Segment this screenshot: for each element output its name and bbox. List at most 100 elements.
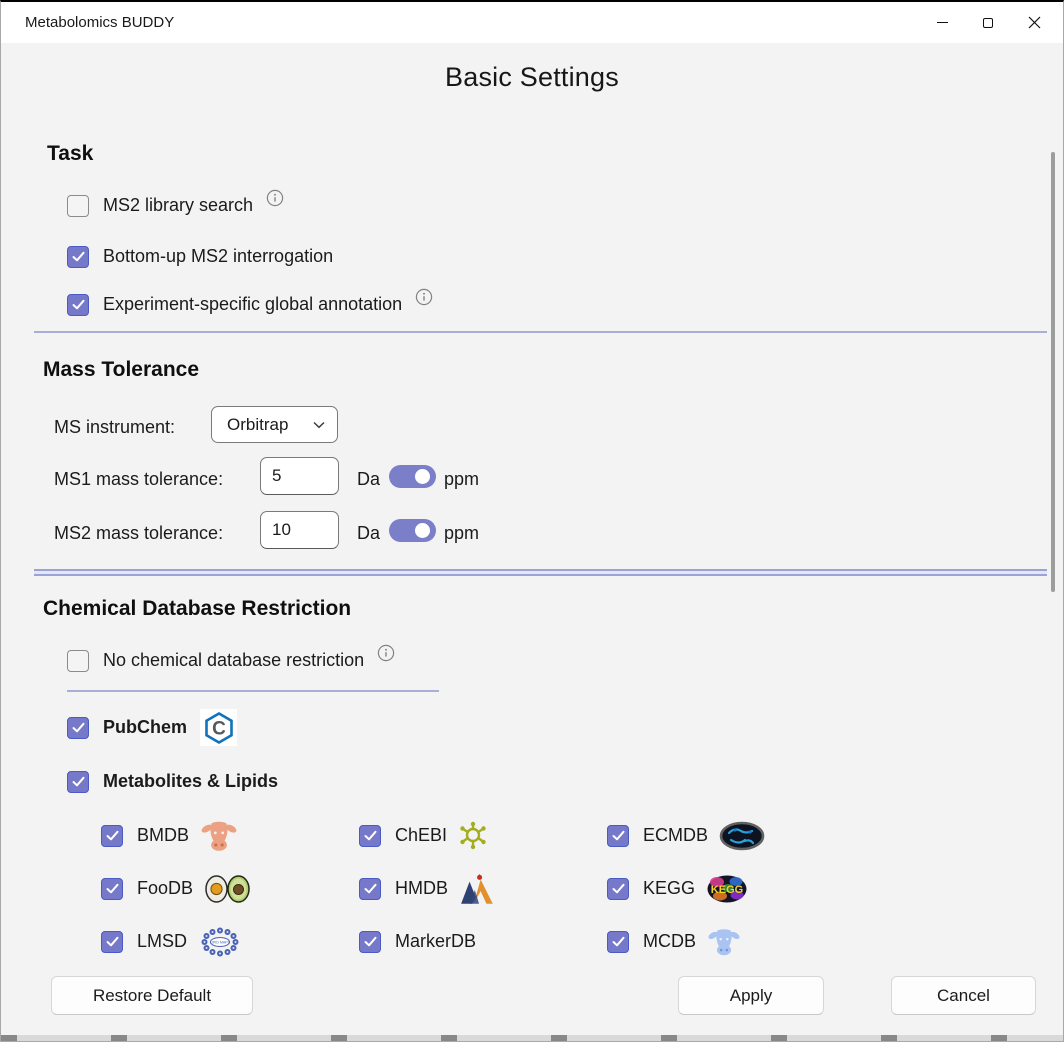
ecmdb-icon	[719, 821, 765, 851]
section-divider-double	[34, 569, 1047, 576]
info-icon[interactable]	[415, 288, 433, 306]
chebi-checkbox[interactable]	[359, 824, 381, 847]
check-icon	[72, 776, 84, 787]
check-icon	[106, 936, 118, 947]
check-icon	[612, 830, 624, 841]
checkbox-label: Experiment-specific global annotation	[103, 294, 403, 314]
pubchem-icon: C	[200, 709, 238, 746]
db-label: MCDB	[643, 931, 696, 951]
no-restriction-row: No chemical database restriction	[67, 644, 395, 672]
checkbox-label: No chemical database restriction	[103, 650, 365, 670]
section-divider	[34, 331, 1047, 333]
db-label: FooDB	[137, 878, 194, 898]
task-row-experiment-specific: Experiment-specific global annotation	[67, 288, 433, 316]
db-row-chebi: ChEBI	[359, 821, 488, 849]
check-icon	[106, 830, 118, 841]
bmdb-checkbox[interactable]	[101, 824, 123, 847]
db-label: KEGG	[643, 878, 696, 898]
check-icon	[72, 251, 84, 262]
db-label: MarkerDB	[395, 931, 477, 951]
maximize-button[interactable]	[965, 2, 1011, 43]
ms1-unit-toggle[interactable]	[389, 465, 436, 488]
checkbox-label: MS2 library search	[103, 195, 254, 215]
db-row-foodb: FooDB	[101, 874, 252, 903]
title-bar: Metabolomics BUDDY	[1, 2, 1063, 43]
window-title: Metabolomics BUDDY	[25, 14, 175, 31]
ms2-library-search-checkbox[interactable]	[67, 194, 89, 217]
maximize-icon	[983, 17, 993, 28]
task-heading: Task	[47, 142, 94, 165]
db-label: LMSD	[137, 931, 188, 951]
task-row-ms2-library: MS2 library search	[67, 189, 284, 217]
check-icon	[72, 299, 84, 310]
ms-instrument-dropdown[interactable]: Orbitrap	[211, 406, 338, 443]
db-row-ecmdb: ECMDB	[607, 821, 765, 850]
svg-text:LIPID MAPS: LIPID MAPS	[210, 940, 231, 944]
mcdb-checkbox[interactable]	[607, 930, 629, 953]
restore-default-button[interactable]: Restore Default	[51, 976, 253, 1015]
minimize-button[interactable]	[919, 2, 965, 43]
metabolites-lipids-checkbox[interactable]	[67, 770, 89, 793]
svg-text:KEGG: KEGG	[711, 884, 743, 896]
foodb-icon	[204, 874, 252, 904]
bottom-up-ms2-checkbox[interactable]	[67, 245, 89, 268]
mcdb-cow-icon	[707, 927, 741, 957]
checkbox-label: Bottom-up MS2 interrogation	[103, 246, 334, 266]
cancel-button[interactable]: Cancel	[891, 976, 1036, 1015]
no-db-restriction-checkbox[interactable]	[67, 649, 89, 672]
pubchem-row: PubChem C	[67, 709, 238, 746]
hmdb-checkbox[interactable]	[359, 877, 381, 900]
db-row-kegg: KEGG KEGG	[607, 875, 748, 902]
lmsd-lipidmaps-icon: LIPID MAPS	[198, 926, 242, 958]
metabolites-lipids-row: Metabolites & Lipids	[67, 770, 278, 793]
check-icon	[364, 936, 376, 947]
minimize-icon	[936, 21, 948, 24]
check-icon	[364, 883, 376, 894]
foodb-checkbox[interactable]	[101, 877, 123, 900]
toggle-knob	[415, 469, 430, 484]
check-icon	[106, 883, 118, 894]
lmsd-checkbox[interactable]	[101, 930, 123, 953]
hmdb-icon	[459, 873, 497, 905]
task-row-bottom-up: Bottom-up MS2 interrogation	[67, 245, 333, 268]
ms2-tolerance-input[interactable]	[260, 511, 339, 549]
db-row-bmdb: BMDB	[101, 821, 238, 851]
chem-db-heading: Chemical Database Restriction	[43, 597, 352, 620]
ms1-unit-ppm-label: ppm	[444, 469, 480, 489]
ms-instrument-label: MS instrument:	[54, 417, 176, 437]
toggle-knob	[415, 523, 430, 538]
info-icon[interactable]	[377, 644, 395, 662]
close-icon	[1028, 16, 1040, 29]
chevron-down-icon	[313, 421, 325, 428]
experiment-global-annotation-checkbox[interactable]	[67, 293, 89, 316]
check-icon	[612, 936, 624, 947]
ecmdb-checkbox[interactable]	[607, 824, 629, 847]
vertical-scrollbar-thumb[interactable]	[1051, 152, 1055, 592]
svg-text:C: C	[212, 718, 226, 739]
check-icon	[612, 883, 624, 894]
clipped-content-strip	[1, 1035, 1063, 1041]
info-icon[interactable]	[266, 189, 284, 207]
page-title: Basic Settings	[445, 62, 619, 92]
db-label: ECMDB	[643, 825, 709, 845]
kegg-checkbox[interactable]	[607, 877, 629, 900]
close-button[interactable]	[1011, 2, 1057, 43]
apply-button[interactable]: Apply	[678, 976, 824, 1015]
db-label: HMDB	[395, 878, 448, 898]
db-label: BMDB	[137, 825, 190, 845]
caption-buttons	[919, 2, 1057, 43]
ms1-tolerance-input[interactable]	[260, 457, 339, 495]
pubchem-checkbox[interactable]	[67, 716, 89, 739]
bmdb-cow-icon	[200, 820, 238, 852]
ms1-tolerance-label: MS1 mass tolerance:	[54, 469, 224, 489]
check-icon	[364, 830, 376, 841]
kegg-icon: KEGG	[706, 874, 748, 904]
ms2-unit-toggle[interactable]	[389, 519, 436, 542]
sub-divider	[67, 690, 439, 692]
dropdown-value: Orbitrap	[227, 414, 289, 434]
ms2-unit-ppm-label: ppm	[444, 523, 480, 543]
markerdb-checkbox[interactable]	[359, 930, 381, 953]
chebi-icon	[458, 821, 488, 851]
db-row-markerdb: MarkerDB	[359, 930, 476, 953]
